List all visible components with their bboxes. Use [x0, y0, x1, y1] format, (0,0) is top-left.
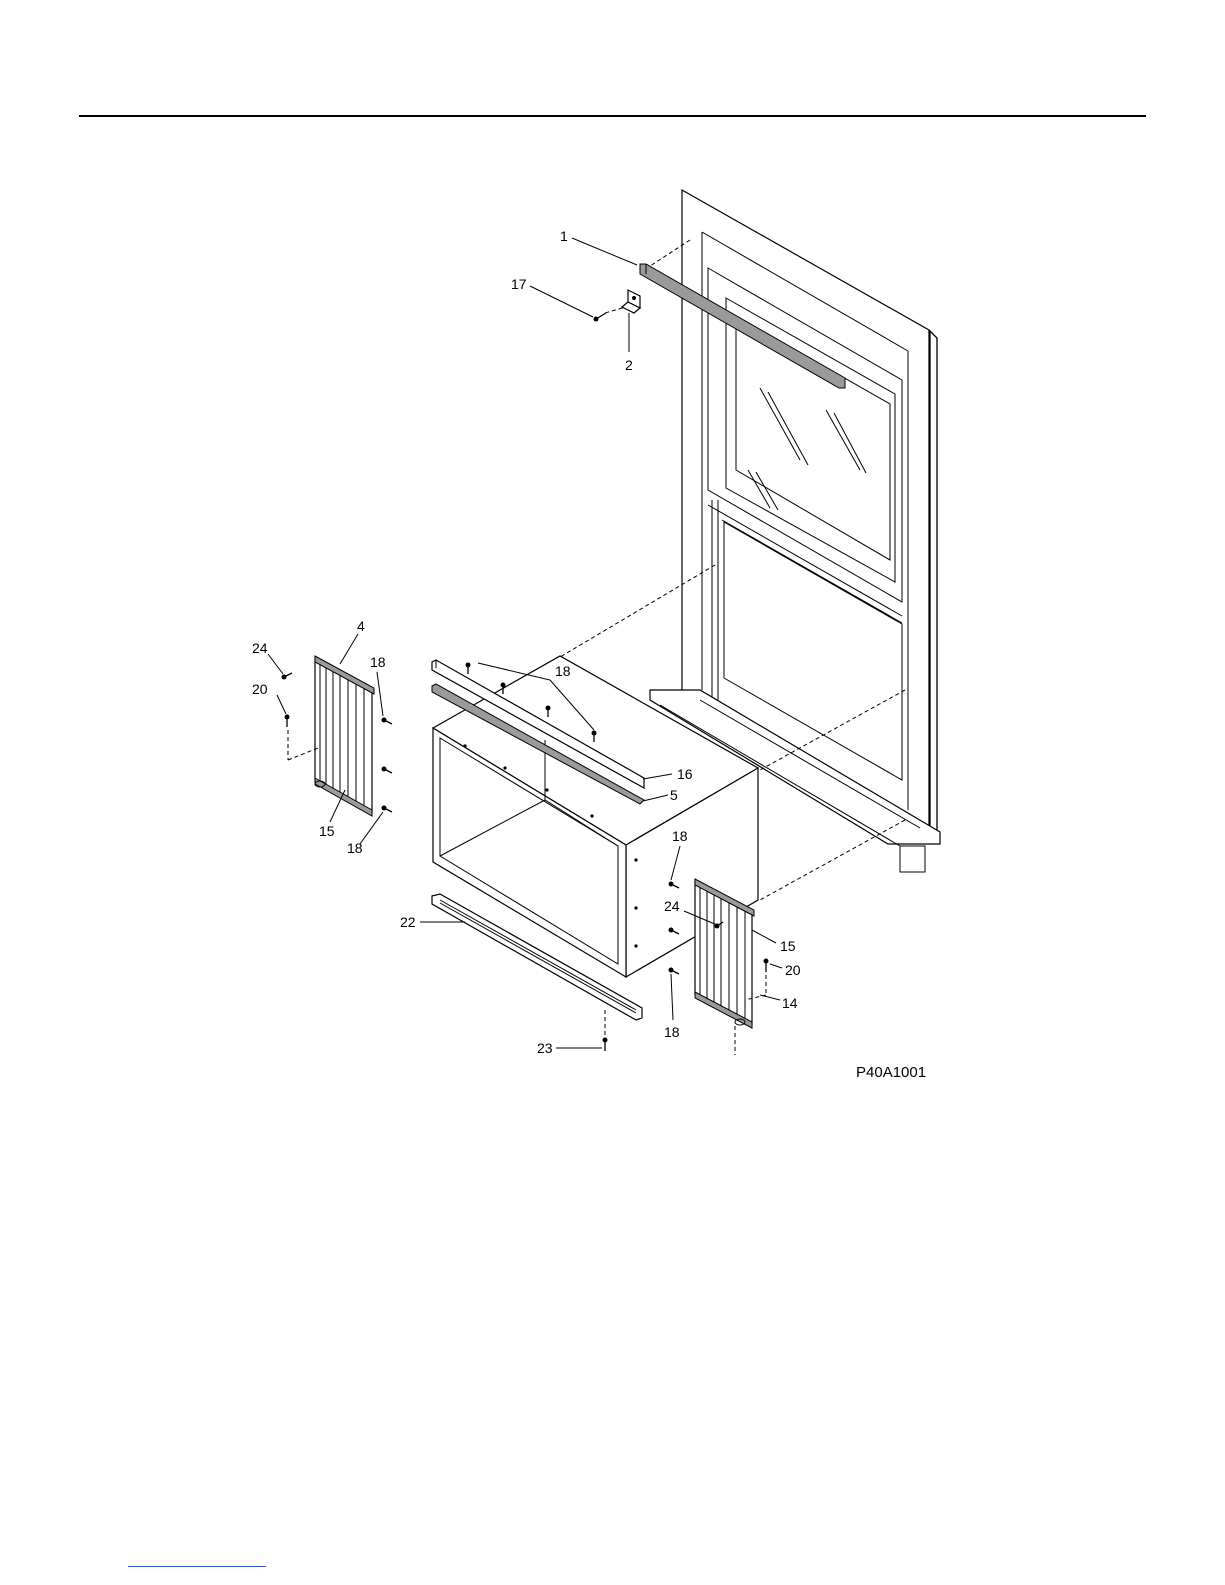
callout-18-top-rail: 18 [555, 663, 571, 679]
callout-17: 17 [511, 276, 527, 292]
callout-20-left: 20 [252, 681, 268, 697]
callout-24-right: 24 [664, 898, 680, 914]
part-2-bracket [622, 290, 640, 313]
callout-18-right-top: 18 [672, 828, 688, 844]
callout-18-left-top: 18 [370, 654, 386, 670]
part-23-screw [603, 1010, 608, 1051]
callout-24-left: 24 [252, 640, 268, 656]
callout-15-left: 15 [319, 823, 335, 839]
callout-14: 14 [782, 995, 798, 1011]
callout-15-right: 15 [780, 938, 796, 954]
callout-23: 23 [537, 1040, 553, 1056]
part-17-screw [594, 313, 607, 322]
callout-5: 5 [670, 787, 678, 803]
callout-18-left-bottom: 18 [347, 840, 363, 856]
callout-18-right-bottom: 18 [664, 1024, 680, 1040]
callout-1: 1 [560, 228, 568, 244]
part-14-right-curtain-panel [695, 879, 754, 1055]
diagram-code: P40A1001 [856, 1064, 926, 1081]
footer-link-underline [128, 1566, 266, 1567]
callout-22: 22 [400, 914, 416, 930]
callout-16: 16 [677, 766, 693, 782]
callout-20-right: 20 [785, 962, 801, 978]
callout-2: 2 [625, 357, 633, 373]
callout-4: 4 [357, 618, 365, 634]
